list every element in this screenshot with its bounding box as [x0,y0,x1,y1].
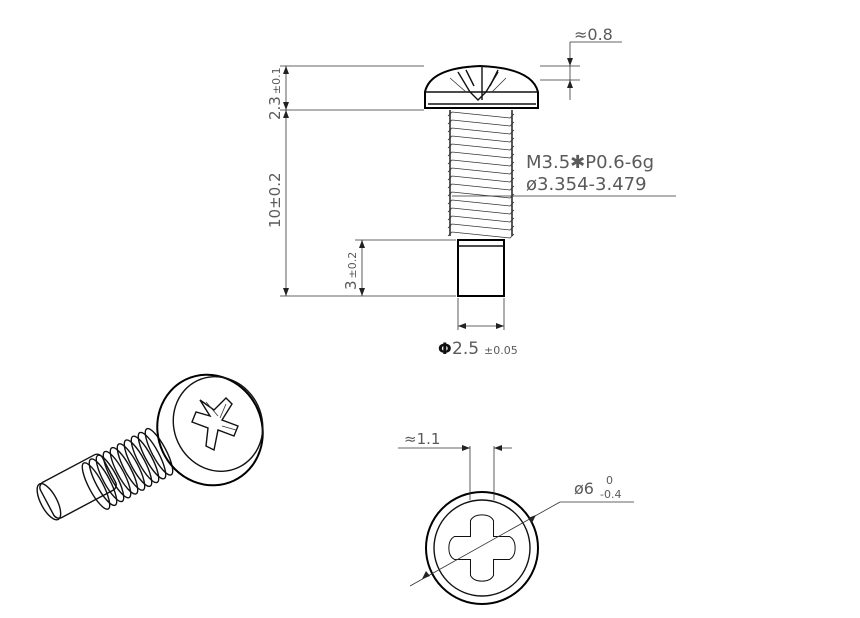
iso-thread-ring [81,462,111,510]
thread-dia-label: ø3.354-3.479 [526,174,647,195]
tip-dia-label: 2.5 [452,339,479,359]
screw-shank [457,239,505,297]
thread-crest [447,127,515,135]
iso-shank [36,453,117,521]
thread-crest [447,167,515,175]
iso-thread [81,427,174,510]
thread-crest [447,175,515,183]
thread-crest [447,207,515,215]
iso-thread-ring [95,454,125,503]
thread-crest [447,191,515,199]
dim-tip-dia: Φ 2.5 ±0.05 [438,298,518,359]
tip-dia-tol: ±0.05 [484,344,518,357]
dim-head-gap: ≈0.8 [540,25,622,100]
screw-thread [447,110,515,239]
iso-thread-ring [88,458,118,507]
head-gap-label: ≈0.8 [574,25,613,44]
thread-crest [447,143,515,151]
thread-crest [447,135,515,143]
dim-thread-spec: M3.5✱P0.6-6g ø3.354-3.479 [452,152,676,197]
tip-dia-symbol: Φ [438,339,452,358]
iso-thread-ring [130,435,160,484]
slot-width-label: ≈1.1 [404,430,440,448]
thread-crest [447,119,515,127]
iso-thread-ring [144,427,174,476]
iso-thread-ring [102,450,132,499]
head-dia-lower: -0.4 [600,488,621,501]
thread-crest [447,183,515,191]
thread-crest [447,159,515,167]
iso-thread-ring [137,431,167,480]
screw-head [424,64,539,109]
isometric-view [36,373,264,521]
dim-left: 2.3±0.1 10±0.2 3±0.2 [266,65,456,297]
iso-thread-ring [109,446,139,495]
head-dia-label: ø6 [574,479,594,498]
thread-crest [447,199,515,207]
thread-crest [447,151,515,159]
front-view: ≈0.8 2.3±0.1 10±0.2 3±0.2 M3.5✱P0.6-6g ø… [266,25,676,359]
thread-spec-label: M3.5✱P0.6-6g [526,152,654,173]
thread-crest [447,111,515,119]
iso-thread-ring [116,443,146,491]
length-label: 10±0.2 [266,172,284,228]
thread-crest [447,231,515,239]
thread-crest [447,215,515,223]
unthreaded-label: 3±0.2 [342,252,360,290]
end-view: ≈1.1 ø6 0 -0.4 [398,430,634,605]
thread-crest [447,223,515,231]
iso-thread-ring [123,439,153,488]
head-height-label: 2.3±0.1 [266,67,284,120]
head-dia-upper: 0 [606,474,613,487]
iso-head [156,373,264,487]
